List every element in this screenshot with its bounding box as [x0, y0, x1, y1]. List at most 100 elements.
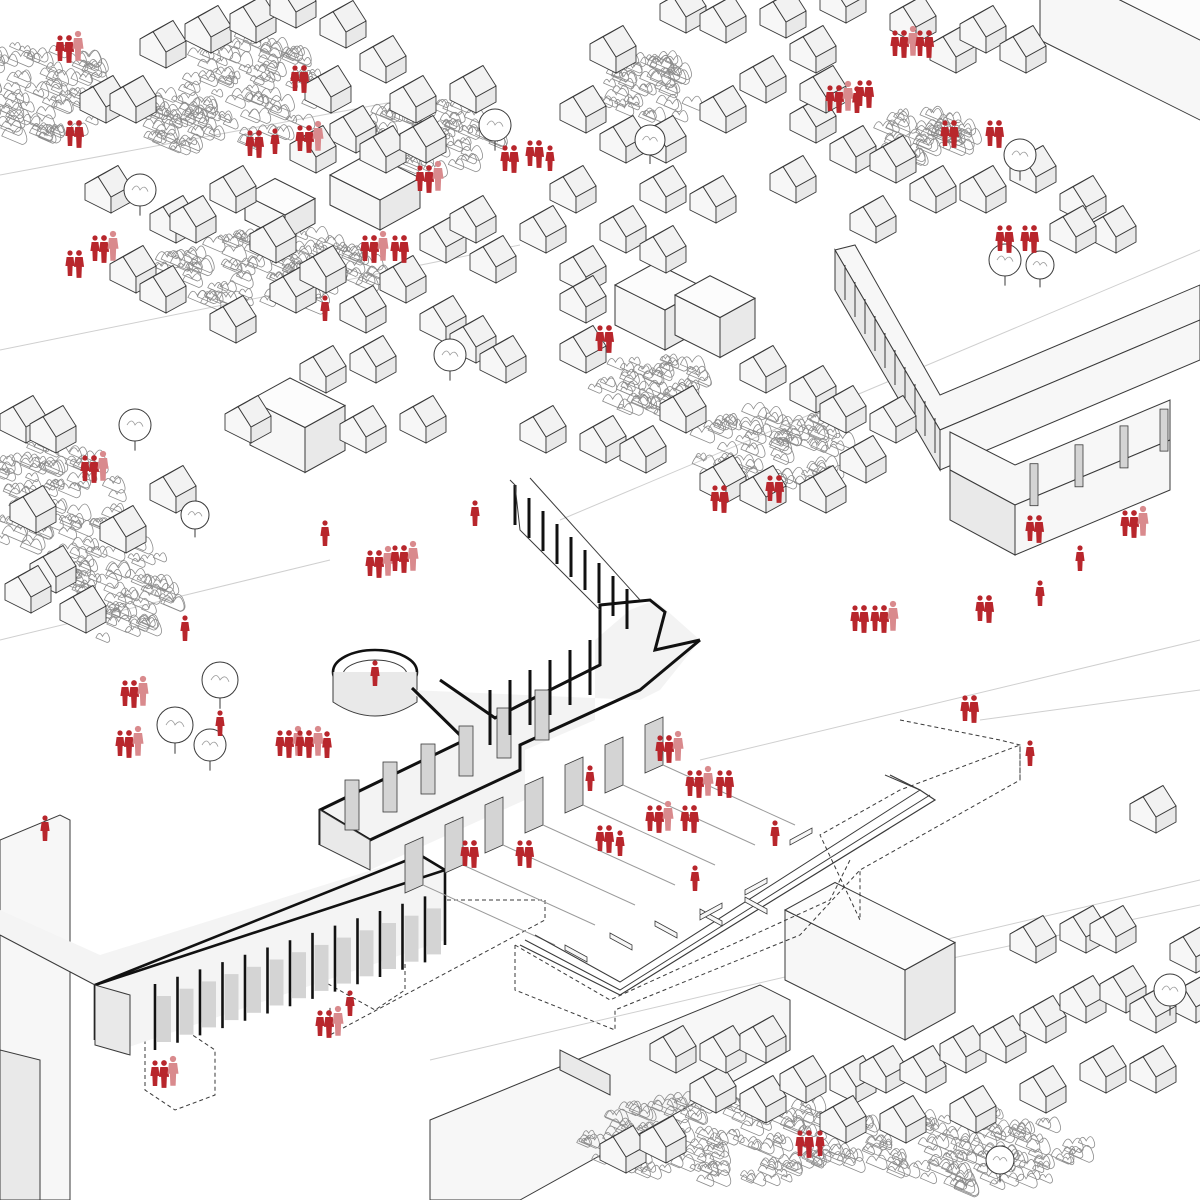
person-head: [417, 165, 423, 171]
person-body: [107, 238, 119, 261]
column-shadow: [382, 923, 396, 969]
person-head: [647, 805, 653, 811]
person-body: [290, 72, 300, 91]
foliage: [202, 235, 226, 253]
foliage: [298, 70, 313, 81]
person-figure: [985, 120, 995, 146]
foliage: [686, 365, 700, 376]
single-tree: [433, 338, 467, 381]
person-body: [370, 667, 380, 686]
person-figure: [120, 680, 130, 706]
person-body: [167, 1063, 179, 1086]
foliage: [950, 138, 974, 155]
person-figure: [432, 160, 444, 191]
tent-house: [109, 244, 157, 294]
foliage: [697, 376, 712, 387]
foliage: [1030, 1133, 1044, 1143]
foliage: [988, 1124, 1003, 1136]
opening: [1119, 425, 1129, 469]
person-head: [1036, 515, 1042, 521]
foliage: [659, 361, 674, 372]
foliage: [182, 268, 202, 282]
person-body: [995, 232, 1005, 251]
foliage: [219, 280, 237, 293]
person-body: [940, 127, 950, 146]
foliage: [344, 259, 366, 275]
foliage: [216, 283, 229, 292]
person-figure: [98, 235, 110, 263]
person-head: [617, 830, 623, 836]
foliage: [448, 111, 466, 124]
person-figure: [97, 450, 109, 481]
foliage: [1037, 1116, 1061, 1134]
foliage: [117, 593, 133, 605]
foliage: [207, 282, 223, 294]
person-head: [169, 1055, 177, 1063]
foliage: [776, 437, 790, 447]
tent-house: [599, 204, 647, 254]
foliage: [216, 46, 242, 64]
person-body: [1028, 232, 1040, 253]
person-body: [603, 332, 615, 353]
person-figure: [468, 840, 480, 868]
foliage: [808, 437, 829, 452]
foliage: [459, 136, 472, 146]
foliage: [53, 98, 74, 113]
foliage: [292, 113, 316, 131]
person-figure: [645, 805, 655, 831]
person-body: [245, 137, 255, 156]
person-body: [368, 242, 380, 263]
tent-house: [1009, 914, 1057, 964]
person-body: [533, 147, 545, 168]
tent-house: [799, 464, 847, 514]
person-figure: [815, 1130, 825, 1156]
foliage: [197, 116, 217, 130]
person-head: [379, 230, 387, 238]
foliage: [42, 459, 66, 476]
person-head: [527, 140, 533, 146]
foliage: [0, 49, 3, 58]
foliage: [617, 397, 644, 416]
column-shadow: [157, 996, 171, 1042]
person-head: [926, 30, 932, 36]
person-figure: [890, 30, 900, 56]
foliage: [444, 119, 464, 133]
foliage: [31, 51, 54, 68]
person-figure: [298, 65, 310, 93]
person-figure: [855, 80, 865, 106]
foliage: [183, 80, 201, 93]
foliage: [781, 1161, 803, 1177]
foliage: [637, 395, 658, 410]
wall-pier: [382, 761, 398, 813]
foliage: [141, 603, 157, 615]
person-head: [977, 595, 983, 601]
foliage: [689, 1163, 702, 1172]
person-head: [409, 540, 417, 548]
foliage: [1016, 1121, 1035, 1135]
person-body: [128, 687, 140, 708]
person-head: [712, 485, 718, 491]
person-figure: [72, 30, 84, 61]
single-tree: [634, 124, 666, 164]
foliage: [786, 424, 810, 441]
person-body: [1035, 587, 1045, 606]
person-body: [842, 88, 854, 111]
foliage: [694, 1125, 715, 1140]
foliage: [955, 1169, 974, 1183]
foliage: [132, 597, 150, 611]
single-tree: [988, 243, 1022, 286]
person-head: [526, 840, 532, 846]
foliage: [993, 1130, 1007, 1141]
person-figure: [702, 765, 714, 796]
person-figure: [132, 725, 144, 756]
tent-house: [1019, 1064, 1067, 1114]
person-body: [663, 742, 675, 763]
foliage: [945, 111, 962, 124]
foliage: [695, 452, 707, 461]
foliage: [187, 290, 209, 305]
tent-house: [639, 224, 687, 274]
person-head: [909, 25, 917, 33]
tent-house: [779, 1054, 827, 1104]
bench: [744, 896, 768, 915]
foliage: [954, 1151, 968, 1162]
